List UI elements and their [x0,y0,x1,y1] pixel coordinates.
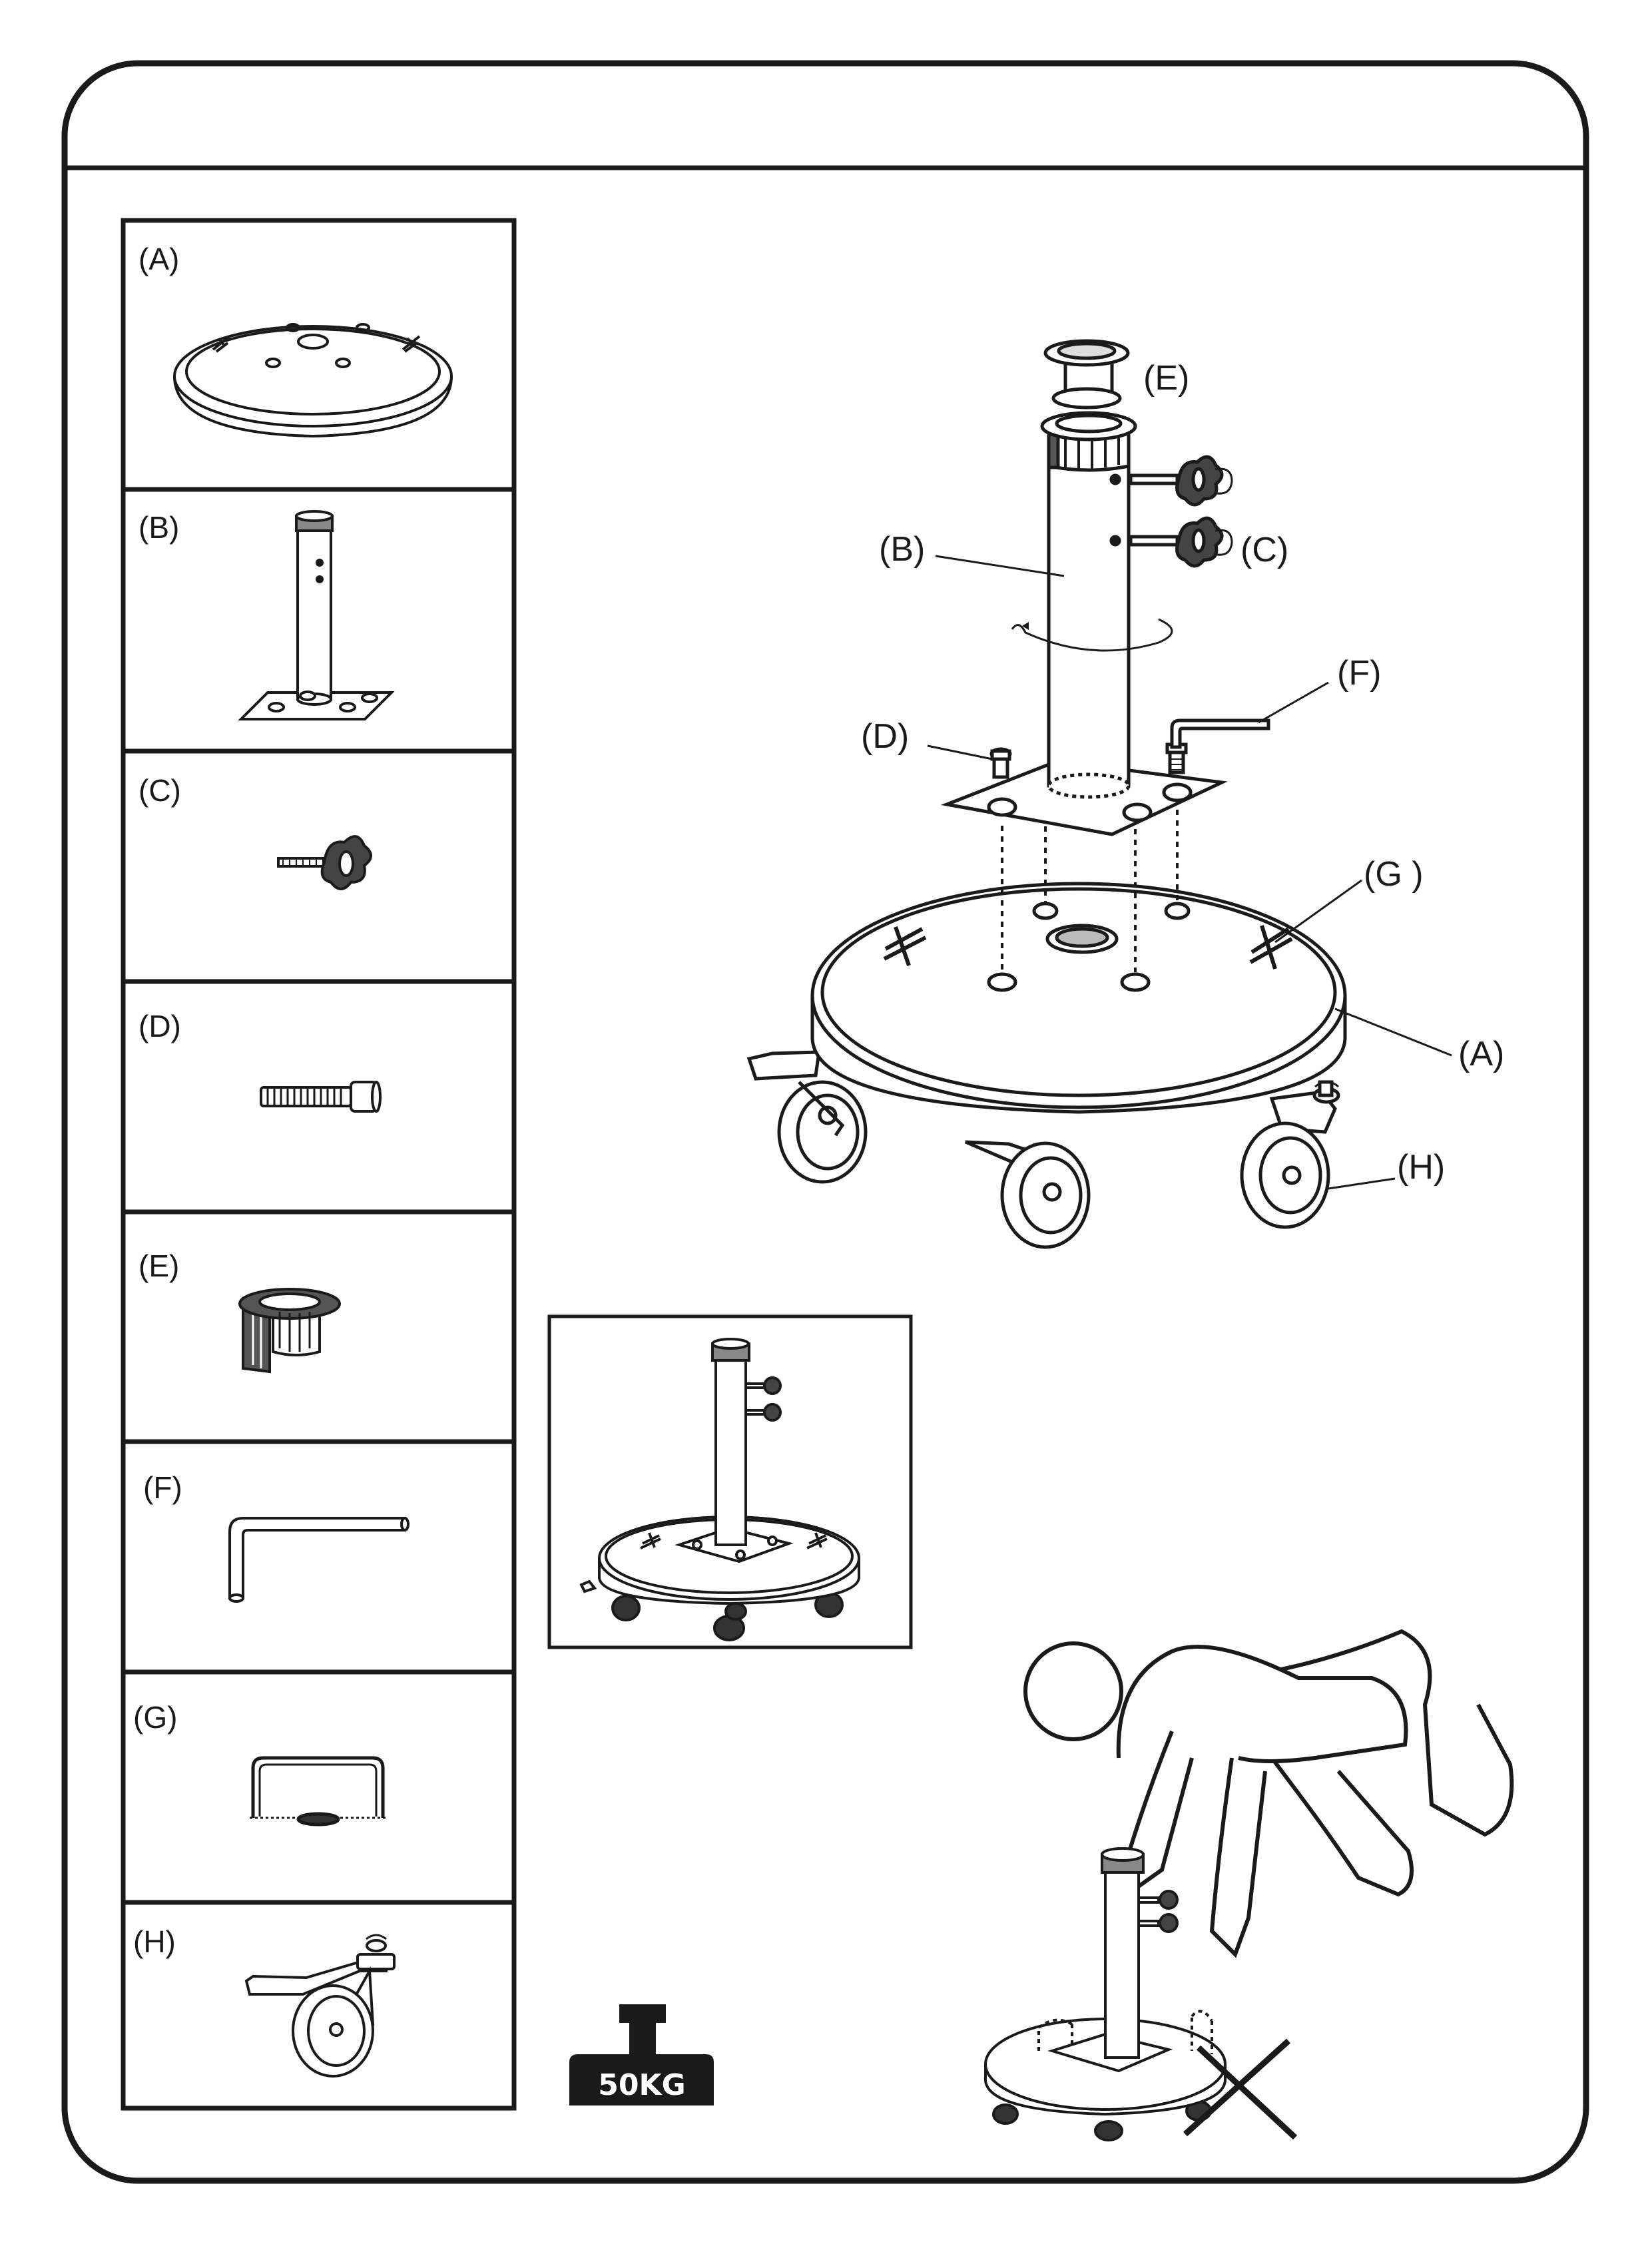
callout-b: (B) [879,530,925,569]
part-d-label: (D) [138,1009,181,1043]
callout-c: (C) [1240,531,1288,569]
callout-h: (H) [1397,1148,1445,1187]
part-h: (H) [133,1924,396,2078]
pole-insert-sleeve-icon [238,1288,341,1374]
leader-lines [927,555,1452,1190]
weight-icon [569,2054,714,2105]
do-not-lift-warning [984,1629,1514,2141]
knob-screw-icon [277,835,372,890]
base-with-casters-icon [746,882,1347,1249]
pole-plate-icon [940,759,1228,836]
part-c-label: (C) [138,773,181,808]
part-f: (F) [143,1470,410,1603]
callout-f: (F) [1337,654,1381,693]
parts-panel: (A) (B) [121,218,517,2111]
callout-g: (G ) [1364,855,1424,894]
part-d: (D) [138,1009,382,1113]
umbrella-pole-icon [1011,457,1173,799]
allen-key-icon [228,1517,410,1603]
part-g-label: (G) [133,1700,177,1735]
assembled-stand-icon [579,1338,860,1641]
part-b: (B) [138,510,395,720]
part-g: (G) [133,1700,386,1826]
part-e: (E) [138,1249,341,1374]
knob-screw-pair-icon [1129,455,1233,568]
part-e-label: (E) [138,1249,179,1283]
hex-bolt-icon [260,1081,382,1113]
weight-label: 50KG [598,2068,685,2102]
umbrella-base-plate-icon [173,323,453,438]
part-h-label: (H) [133,1924,176,1959]
part-f-label: (F) [143,1470,182,1505]
assembled-view [547,1314,913,1649]
weight-badge: 50KG [569,2004,714,2105]
handle-icon [250,1756,386,1826]
caster-wheel-icon [244,1934,396,2078]
callout-a: (A) [1458,1035,1504,1073]
alignment-lines [1001,799,1179,972]
page-frame [61,60,1589,2184]
part-a-label: (A) [138,242,179,276]
callout-e: (E) [1143,359,1189,398]
allen-key-icon [1170,718,1270,749]
part-b-label: (B) [138,510,179,545]
do-not-lift-by-pole-cross-icon [1183,2038,1298,2140]
held-stand-icon [984,1847,1227,2141]
callout-d: (D) [861,717,909,756]
part-a: (A) [138,242,453,438]
part-c: (C) [138,773,372,890]
pole-with-plate-icon [238,510,395,720]
pole-insert-sleeve-icon [1040,339,1137,472]
exploded-view [746,339,1452,1249]
